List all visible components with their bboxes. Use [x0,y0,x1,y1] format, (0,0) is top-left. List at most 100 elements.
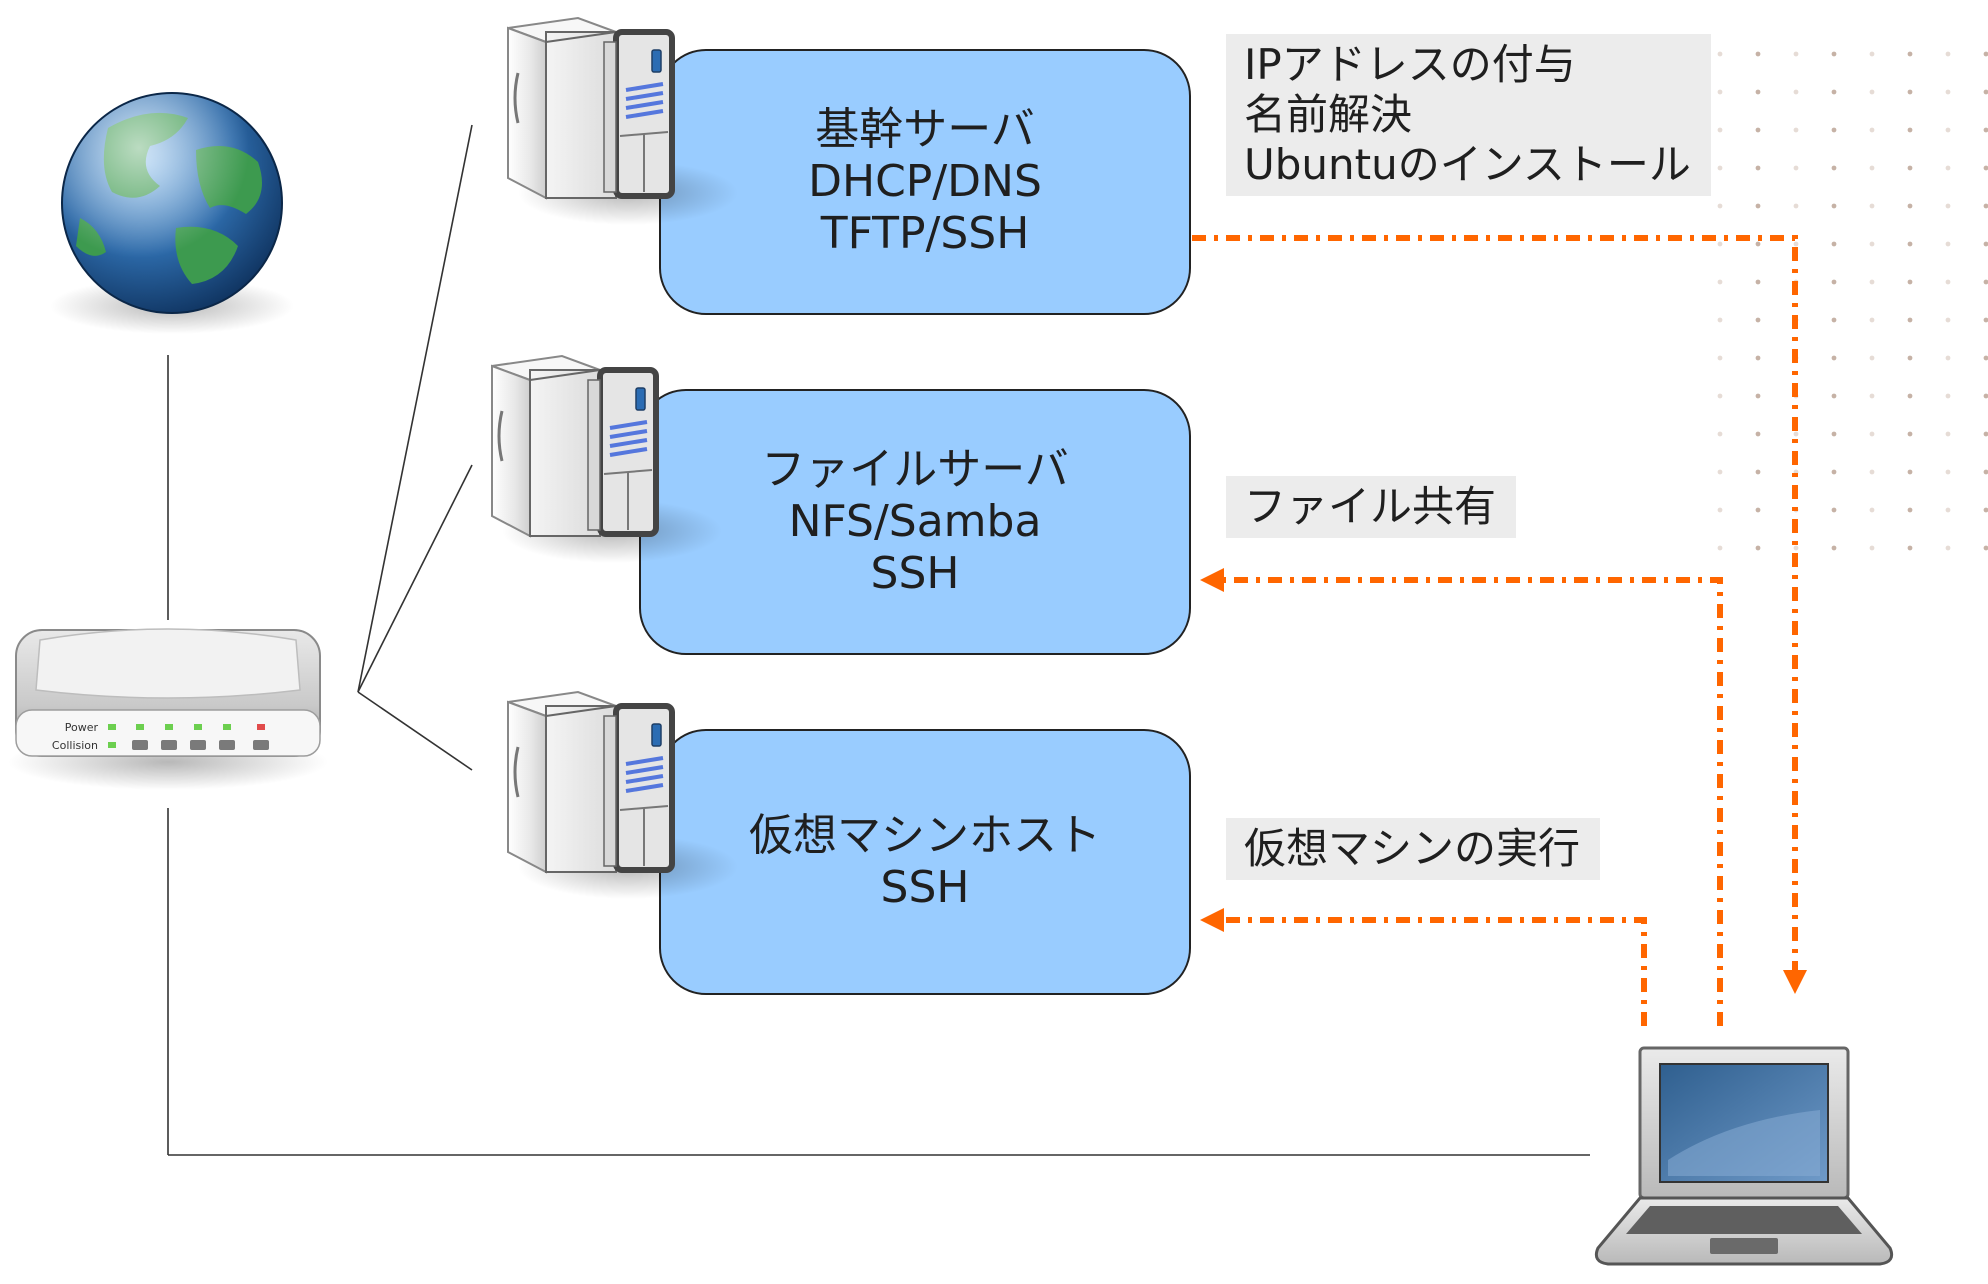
dot-grid-dot [1831,317,1837,323]
note-vmhost: 仮想マシンの実行 [1226,818,1601,880]
note-core-line-3: Ubuntuのインストール [1244,140,1691,189]
dot-grid-dot [1793,165,1799,171]
dot-grid-dot [1945,545,1951,551]
globe-icon [50,92,294,334]
dot-grid-dot [1831,545,1837,551]
dot-grid-dot [1945,431,1951,437]
dot-grid-dot [1907,469,1913,475]
dot-grid-dot [1869,203,1875,209]
dot-grid-dot [1869,51,1875,57]
dot-grid-dot [1869,355,1875,361]
dot-grid-dot [1869,545,1875,551]
server-label-core: 基幹サーバ DHCP/DNS TFTP/SSH [665,104,1185,260]
arrow-laptop-to-file [1200,568,1723,1026]
router-icon: Power Collision [8,628,328,790]
dot-grid-dot [1983,279,1988,285]
dot-grid-dot [1869,279,1875,285]
dot-grid-dot [1793,241,1799,247]
dot-grid-dot [1755,507,1761,513]
dot-grid-dot [1831,393,1837,399]
dot-grid-dot [1869,127,1875,133]
server-core-services-1: DHCP/DNS [808,156,1042,207]
dot-grid-dot [1945,279,1951,285]
dot-grid-dot [1983,203,1988,209]
dot-grid-dot [1983,241,1988,247]
dot-grid-dot [1793,127,1799,133]
dot-grid-dot [1831,431,1837,437]
dot-grid-dot [1717,51,1723,57]
dot-grid-dot [1983,127,1988,133]
dot-grid-dot [1793,545,1799,551]
dot-grid-dot [1907,355,1913,361]
dot-grid-dot [1945,203,1951,209]
dot-grid-dot [1755,241,1761,247]
dot-grid-dot [1755,51,1761,57]
dot-grid-dot [1869,89,1875,95]
note-core-line-2: 名前解決 [1244,90,1413,139]
dot-grid-dot [1983,469,1988,475]
server-core-services-2: TFTP/SSH [820,208,1030,259]
note-core: IPアドレスの付与 名前解決 Ubuntuのインストール [1226,34,1711,196]
dot-grid-dot [1907,431,1913,437]
dot-grid-dot [1717,431,1723,437]
server-vmhost-services-1: SSH [880,862,970,913]
network-links [167,124,1590,1156]
router-collision-label: Collision [52,739,98,752]
dot-grid-dot [1831,51,1837,57]
dot-grid-dot [1831,507,1837,513]
dot-grid-dot [1831,241,1837,247]
dot-grid-dot [1907,127,1913,133]
dot-grid-dot [1755,279,1761,285]
dot-grid-dot [1793,431,1799,437]
dot-grid-dot [1907,89,1913,95]
dot-grid-dot [1717,241,1723,247]
dot-grid-dot [1983,393,1988,399]
note-core-line-1: IPアドレスの付与 [1244,40,1576,89]
dot-grid-dot [1831,469,1837,475]
dot-grid-dot [1907,241,1913,247]
dot-grid-dot [1945,241,1951,247]
dot-grid-dot [1717,127,1723,133]
note-file: ファイル共有 [1226,476,1517,538]
dot-grid-dot [1755,165,1761,171]
dot-grid-dot [1869,431,1875,437]
dot-grid-dot [1831,279,1837,285]
dot-grid-dot [1907,279,1913,285]
note-vmhost-line-1: 仮想マシンの実行 [1244,824,1581,873]
dot-grid-dot [1983,51,1988,57]
dot-grid-decoration [1717,51,1988,551]
dot-grid-dot [1907,165,1913,171]
dot-grid-dot [1983,317,1988,323]
dot-grid-dot [1831,89,1837,95]
dot-grid-dot [1983,89,1988,95]
dot-grid-dot [1755,317,1761,323]
dot-grid-dot [1907,507,1913,513]
dot-grid-dot [1717,165,1723,171]
dot-grid-dot [1755,545,1761,551]
dot-grid-dot [1983,507,1988,513]
arrows [1192,235,1807,1026]
dot-grid-dot [1869,317,1875,323]
dot-grid-dot [1717,317,1723,323]
dot-grid-dot [1983,431,1988,437]
dot-grid-dot [1945,51,1951,57]
dot-grid-dot [1793,51,1799,57]
server-vmhost-name: 仮想マシンホスト [749,810,1101,861]
dot-grid-dot [1869,393,1875,399]
dot-grid-dot [1717,469,1723,475]
dot-grid-dot [1755,431,1761,437]
laptop-icon [1594,1046,1894,1266]
dot-grid-dot [1831,165,1837,171]
dot-grid-dot [1945,89,1951,95]
dot-grid-dot [1755,203,1761,209]
dot-grid-dot [1831,203,1837,209]
dot-grid-dot [1869,507,1875,513]
dot-grid-dot [1717,507,1723,513]
arrow-core-to-laptop [1192,235,1807,994]
dot-grid-dot [1717,279,1723,285]
dot-grid-dot [1755,393,1761,399]
server-label-vmhost: 仮想マシンホスト SSH [665,810,1185,914]
dot-grid-dot [1983,165,1988,171]
dot-grid-dot [1831,127,1837,133]
